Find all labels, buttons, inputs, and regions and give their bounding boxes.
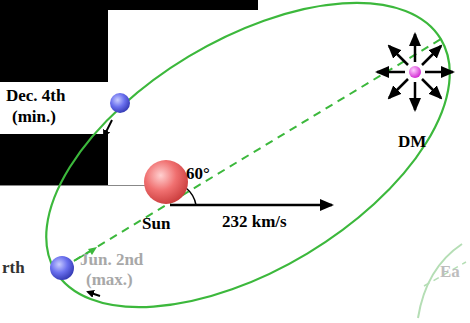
orbit-arrow — [88, 292, 100, 296]
earth-dec — [110, 93, 130, 113]
black-backdrop — [0, 0, 258, 185]
ghost-label: Ea — [440, 262, 460, 282]
dm-particle — [409, 66, 421, 78]
ghost-apsis — [424, 262, 466, 286]
ghost-label: (max.) — [86, 270, 133, 290]
body-label: DM — [398, 132, 426, 152]
angle-label: 60° — [186, 164, 210, 184]
label-patch — [0, 82, 108, 134]
cut-label: rth — [2, 258, 25, 278]
angle-arc — [186, 188, 196, 205]
body-label: Sun — [142, 214, 170, 234]
speed-label: 232 km/s — [222, 212, 287, 232]
ghost-label: Jun. 2nd — [80, 250, 143, 270]
dm-arrows — [377, 34, 453, 110]
velocity-arrow — [170, 204, 332, 207]
date-label: Dec. 4th — [6, 86, 65, 106]
ghost-orbit — [418, 244, 462, 318]
orbit-arrow — [104, 120, 112, 136]
sun-sphere — [144, 160, 188, 204]
date-label: (min.) — [12, 107, 56, 127]
apsis-line — [62, 39, 441, 268]
earth-jun — [50, 256, 74, 280]
